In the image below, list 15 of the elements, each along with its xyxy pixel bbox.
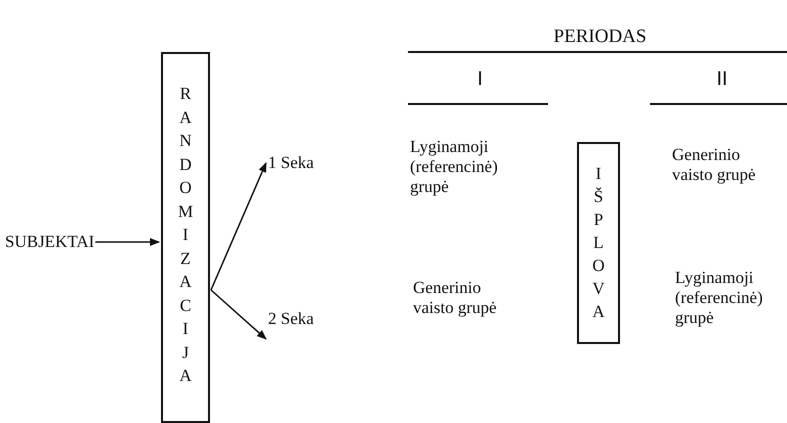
group-label: Generinio vaisto grupė (672, 145, 757, 185)
vertical-text-box: RANDOMIZACIJA (161, 52, 210, 423)
group-label: Lyginamoji (referencinė) grupė (410, 137, 499, 197)
vertical-text-box: IŠPLOVA (577, 142, 620, 344)
start-label: SUBJEKTAI (5, 232, 94, 252)
group-label: Generinio vaisto grupė (413, 278, 498, 318)
arrow (210, 289, 267, 340)
sequence-label: 1 Seka (268, 153, 314, 173)
arrow (95, 238, 160, 246)
sequence-label: 2 Seka (268, 309, 314, 329)
group-label: Lyginamoji (referencinė) grupė (675, 268, 764, 328)
arrow (210, 162, 267, 290)
period-heading: I (476, 69, 484, 89)
period-heading: II (715, 69, 729, 89)
column-heading: PERIODAS (552, 27, 648, 47)
